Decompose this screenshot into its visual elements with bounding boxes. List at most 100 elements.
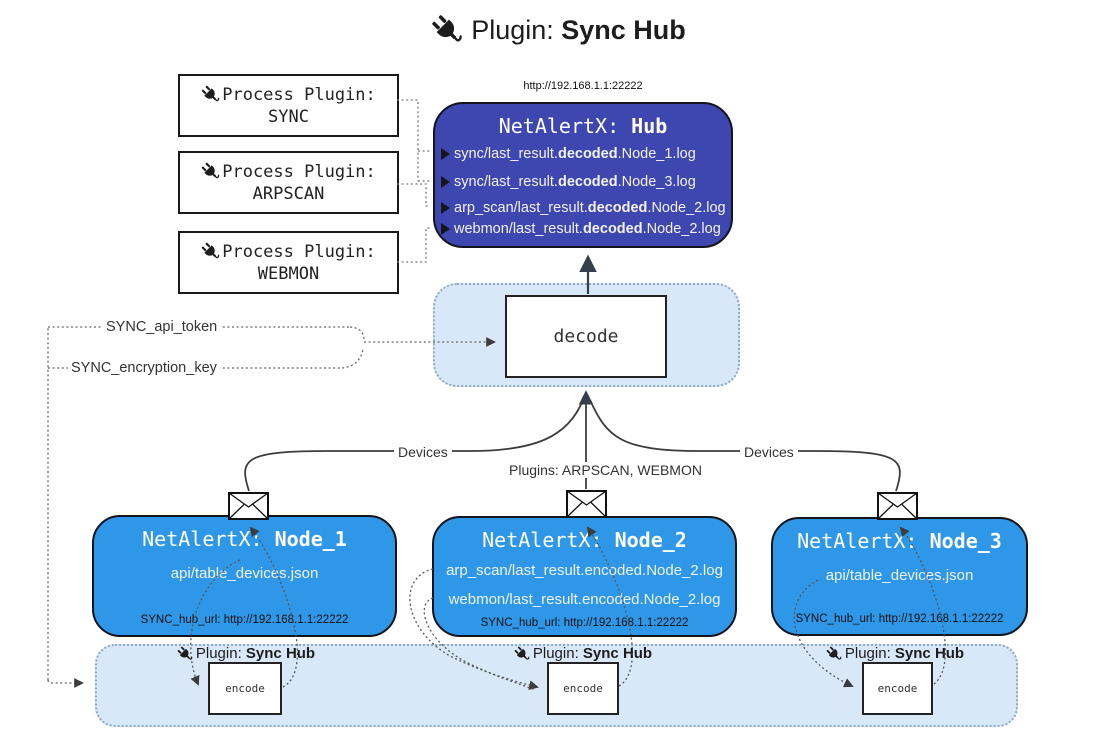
t: .Node_2.log <box>647 200 726 216</box>
process-plugin-label: Process Plugin: <box>222 241 376 262</box>
title-bold: Sync Hub <box>561 14 686 45</box>
t: decoded <box>587 200 648 216</box>
node3-box: NetAlertX: Node_3 api/table_devices.json… <box>771 517 1028 636</box>
t: .Node_3.log <box>617 174 696 190</box>
decode-box: decode <box>505 295 667 378</box>
t: decoded <box>557 146 618 162</box>
t: Node_2 <box>614 528 687 552</box>
encode3-plugin-label: Plugin: Sync Hub <box>825 645 965 662</box>
t: Plugin: Sync Hub <box>196 645 315 662</box>
hub-log-text: sync/last_result.decoded.Node_1.log <box>454 146 696 162</box>
t: Sync Hub <box>245 645 316 662</box>
process-plugin-name: SYNC <box>268 106 309 127</box>
t: Plugin: <box>844 645 895 662</box>
process-plugin-label: Process Plugin: <box>222 84 376 105</box>
t: .Node_1.log <box>617 146 696 162</box>
t: Plugin: <box>532 645 583 662</box>
hub-box: NetAlertX: Hub sync/last_result.decoded.… <box>433 102 733 248</box>
node1-file: api/table_devices.json <box>170 565 319 582</box>
t: sync/last_result. <box>454 174 558 190</box>
edge-label-plugins: Plugins: ARPSCAN, WEBMON <box>505 462 706 478</box>
t: Plugin: Sync Hub <box>845 645 964 662</box>
node2-title: NetAlertX: Node_2 <box>434 528 735 552</box>
rail-corner-bottom <box>341 348 364 369</box>
sync-api-token-label: SYNC_api_token <box>103 319 221 335</box>
envelope-icon <box>228 492 269 520</box>
node1-hub-url: SYNC_hub_url: http://192.168.1.1:22222 <box>140 614 349 626</box>
t: sync/last_result. <box>454 146 558 162</box>
hub-title-bold: Hub <box>631 114 668 138</box>
hub-log-text: arp_scan/last_result.decoded.Node_2.log <box>454 200 726 216</box>
process-plugin-arpscan-label-row: Process Plugin: <box>201 162 376 182</box>
process-plugin-webmon-box: Process Plugin: WEBMON <box>178 231 399 294</box>
edge-arpscan-to-hub <box>397 183 430 207</box>
edge-label-devices-left: Devices <box>394 444 452 460</box>
t: arp_scan/last_result. <box>454 200 588 216</box>
encode1-plugin-label: Plugin: Sync Hub <box>176 645 316 662</box>
node2-file: webmon/last_result.encoded.Node_2.log <box>448 591 721 608</box>
page-title: Plugin: Sync Hub <box>0 14 1117 46</box>
process-plugin-sync-label-row: Process Plugin: <box>201 85 376 105</box>
encode1-box: encode <box>208 662 282 715</box>
arrow-bullet-icon <box>441 148 450 160</box>
plug-icon <box>825 645 842 662</box>
arrow-bullet-icon <box>441 176 450 188</box>
plug-icon <box>513 645 530 662</box>
encode2-plugin-label: Plugin: Sync Hub <box>513 645 653 662</box>
t: Sync Hub <box>894 645 965 662</box>
node3-title: NetAlertX: Node_3 <box>773 529 1026 553</box>
t: Plugin: Sync Hub <box>533 645 652 662</box>
process-plugin-label: Process Plugin: <box>222 161 376 182</box>
t: decoded <box>557 174 618 190</box>
process-plugin-webmon-label-row: Process Plugin: <box>201 242 376 262</box>
edge-sync-to-hub <box>397 99 419 181</box>
t: decoded <box>582 221 643 237</box>
node1-box: NetAlertX: Node_1 api/table_devices.json… <box>92 515 397 637</box>
arrow-bullet-icon <box>441 202 450 214</box>
node2-hub-url: SYNC_hub_url: http://192.168.1.1:22222 <box>480 617 689 629</box>
edge-label-devices-right: Devices <box>740 444 798 460</box>
node3-hub-url: SYNC_hub_url: http://192.168.1.1:22222 <box>795 613 1004 625</box>
process-plugin-arpscan-box: Process Plugin: ARPSCAN <box>178 151 399 214</box>
t: NetAlertX: <box>482 528 615 552</box>
plug-icon <box>201 85 221 104</box>
process-to-hub-edges <box>397 99 430 263</box>
edge-webmon-to-hub <box>397 227 430 263</box>
encode3-box: encode <box>862 662 933 715</box>
envelope-icon <box>566 490 607 518</box>
t: Node_1 <box>274 527 347 551</box>
node2-file: arp_scan/last_result.encoded.Node_2.log <box>446 562 723 579</box>
t: .Node_2.log <box>642 221 721 237</box>
process-plugin-sync-box: Process Plugin: SYNC <box>178 74 399 137</box>
hub-url: http://192.168.1.1:22222 <box>523 80 643 92</box>
t: Node_3 <box>929 529 1002 553</box>
plug-icon <box>176 645 193 662</box>
plug-icon <box>431 14 464 46</box>
rail-corner-top <box>349 326 365 341</box>
hub-log-line: sync/last_result.decoded.Node_1.log <box>441 143 696 165</box>
t: Sync Hub <box>582 645 653 662</box>
process-plugin-name: WEBMON <box>257 263 320 284</box>
settings-to-encode-band-arrow <box>47 678 84 688</box>
arrow-bullet-icon <box>441 223 450 235</box>
t: NetAlertX: <box>142 527 275 551</box>
hub-title: NetAlertX: Hub <box>435 114 731 138</box>
process-plugin-name: ARPSCAN <box>252 183 325 204</box>
node2-box: NetAlertX: Node_2 arp_scan/last_result.e… <box>432 516 737 637</box>
hub-log-line: arp_scan/last_result.decoded.Node_2.log <box>441 197 726 219</box>
plug-icon <box>201 162 221 181</box>
hub-log-line: sync/last_result.decoded.Node_3.log <box>441 171 696 193</box>
hub-log-text: sync/last_result.decoded.Node_3.log <box>454 174 696 190</box>
node1-title: NetAlertX: Node_1 <box>94 527 395 551</box>
title-prefix: Plugin: <box>471 14 562 45</box>
plug-icon <box>201 242 221 261</box>
hub-log-line: webmon/last_result.decoded.Node_2.log <box>441 218 721 240</box>
hub-title-prefix: NetAlertX: <box>498 114 632 138</box>
envelope-icon <box>877 492 918 520</box>
t: Plugin: <box>195 645 246 662</box>
page-title-text: Plugin: Sync Hub <box>471 15 686 46</box>
sync-encryption-key-label: SYNC_encryption_key <box>68 360 220 376</box>
hub-log-text: webmon/last_result.decoded.Node_2.log <box>454 221 721 237</box>
node3-file: api/table_devices.json <box>825 567 974 584</box>
